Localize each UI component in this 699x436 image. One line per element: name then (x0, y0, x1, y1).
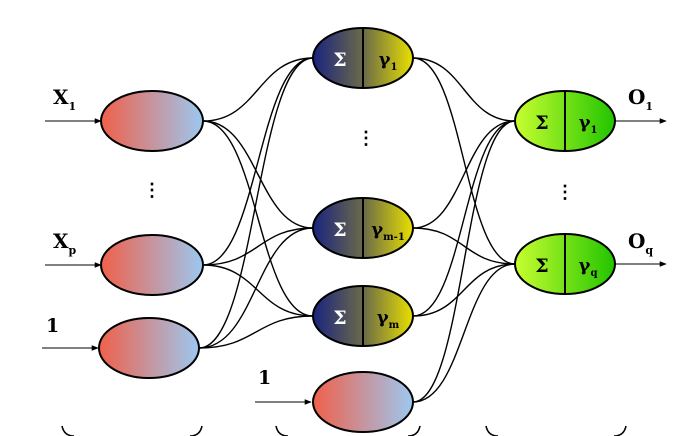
hidden-bias-node (312, 371, 414, 433)
edge-h3-out1 (412, 263, 516, 403)
edge-h3-out0 (412, 120, 516, 403)
svg-text:X1: X1 (53, 85, 76, 113)
edge-in1-h1 (202, 227, 314, 266)
input-ellipsis: ⋮ (143, 180, 161, 201)
hidden-node-m-1-act: γ (371, 219, 383, 240)
hidden-node-m-sum: Σ (333, 307, 346, 329)
edge-in1-h2 (202, 264, 314, 317)
input-arrows (42, 118, 667, 405)
output-label-o1-sub: 1 (645, 100, 653, 113)
hidden-ellipsis: ⋮ (357, 128, 375, 149)
edge-in1-h0 (202, 57, 314, 266)
edge-in0-h2 (202, 120, 314, 317)
input-label-xp: X (53, 229, 69, 253)
edge-h2-out1 (412, 263, 516, 317)
edge-in2-h0 (198, 57, 314, 349)
output-label-oq-sub: q (645, 244, 653, 257)
output-node-q-sub: q (590, 268, 597, 279)
edge-h2-out0 (412, 120, 516, 317)
input-node-xp (100, 234, 204, 296)
svg-text:O1: O1 (628, 85, 653, 113)
brace-input-right (189, 425, 203, 436)
svg-text:γ1: γ1 (579, 112, 598, 136)
brace-output-right (613, 425, 627, 436)
svg-text:γ1: γ1 (379, 49, 398, 73)
svg-text:γm: γm (377, 307, 400, 331)
edge-h1-out0 (412, 120, 516, 229)
hidden-bias-label: 1 (258, 367, 271, 389)
input-label-x1: X (53, 85, 69, 109)
hidden-node-1-sum: Σ (333, 49, 346, 71)
edge-h0-out1 (412, 57, 516, 265)
input-node-bias (98, 317, 200, 379)
edge-h1-out1 (412, 227, 516, 265)
brace-hidden-left (275, 425, 289, 436)
edge-in0-h1 (202, 120, 314, 229)
connection-edges (198, 57, 516, 403)
brace-hidden-right (407, 425, 421, 436)
input-label-xp-sub: p (69, 244, 77, 257)
input-node-x1 (100, 90, 204, 152)
hidden-node-m-sub: m (389, 320, 400, 331)
svg-text:γq: γq (579, 255, 598, 279)
output-node-1-sum: Σ (535, 112, 548, 134)
svg-text:γm-1: γm-1 (371, 219, 405, 243)
hidden-node-m-1-sub: m-1 (383, 232, 405, 243)
input-label-bias: 1 (46, 315, 59, 337)
output-ellipsis: ⋮ (556, 182, 574, 203)
hidden-node-m-act: γ (377, 307, 389, 328)
hidden-node-1-sub: 1 (390, 62, 397, 73)
brace-output-left (485, 425, 499, 436)
output-node-1-sub: 1 (590, 125, 597, 136)
output-label-o1: O (628, 85, 645, 109)
brace-input-left (61, 425, 75, 436)
svg-text:Oq: Oq (628, 229, 653, 257)
edge-in0-h0 (202, 57, 314, 122)
hidden-layer (312, 27, 414, 347)
input-label-x1-sub: 1 (69, 100, 77, 113)
output-node-q-act: γ (579, 255, 591, 276)
edge-in2-h2 (198, 315, 314, 349)
output-node-q-sum: Σ (535, 255, 548, 277)
edge-h0-out0 (412, 57, 516, 122)
output-label-oq: O (628, 229, 645, 253)
edge-in2-h1 (198, 227, 314, 349)
svg-text:Xp: Xp (53, 229, 77, 257)
hidden-node-m-1-sum: Σ (333, 219, 346, 241)
input-layer (98, 90, 204, 379)
output-node-1-act: γ (579, 112, 591, 133)
output-layer (514, 90, 616, 295)
hidden-node-1-act: γ (379, 49, 391, 70)
